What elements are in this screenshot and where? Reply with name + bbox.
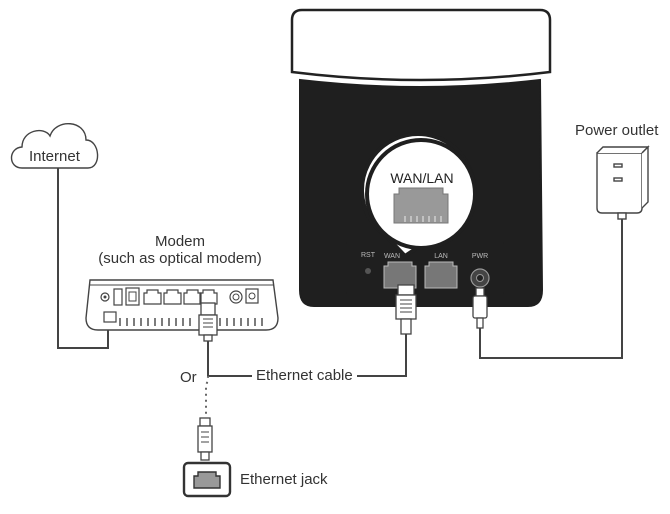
modem-label: Modem — [154, 233, 206, 250]
power-outlet-label: Power outlet — [575, 122, 659, 139]
internet-line — [57, 168, 109, 349]
ethernet-jack-icon — [182, 461, 232, 498]
router-ethernet-plug-icon — [395, 284, 417, 335]
power-adapter-icon — [596, 145, 650, 220]
wan-lan-callout-icon — [360, 132, 477, 259]
ethernet-jack-label: Ethernet jack — [240, 471, 328, 488]
rst-label: RST — [361, 252, 375, 259]
wan-lan-callout-label: WAN/LAN — [390, 170, 454, 186]
or-label: Or — [178, 369, 199, 386]
ethernet-cable-label: Ethernet cable — [252, 368, 357, 383]
internet-cloud-icon — [10, 122, 99, 169]
modem-icon — [85, 279, 279, 331]
alt-cable-dotted — [205, 375, 209, 418]
lan-port-label: LAN — [434, 253, 448, 260]
power-cable-line — [479, 214, 623, 359]
wan-port-label: WAN — [383, 253, 401, 260]
internet-label: Internet — [29, 148, 80, 165]
pwr-label: PWR — [471, 253, 489, 260]
ethernet-jack-plug-icon — [197, 417, 213, 461]
modem-sublabel: (such as optical modem) — [98, 250, 262, 267]
modem-ethernet-plug-icon — [198, 302, 218, 342]
